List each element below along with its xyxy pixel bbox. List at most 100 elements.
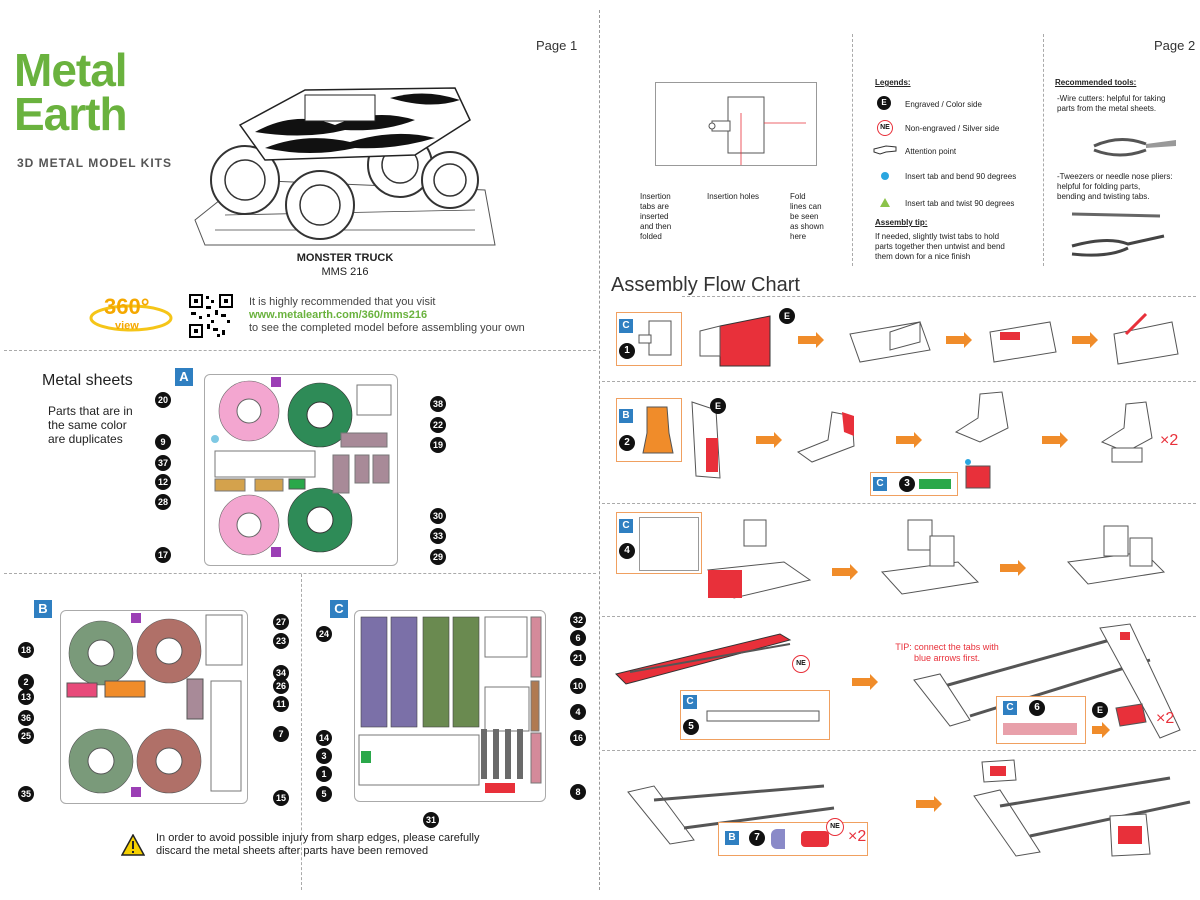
tip-red-line: blue arrows first. (913, 653, 981, 663)
part-number-marker: 23 (273, 633, 289, 649)
label-line: here (790, 232, 807, 241)
flow-arrow-icon (1042, 432, 1068, 448)
tip-line: If needed, slightly twist tabs to hold (875, 232, 1000, 241)
warning-line: In order to avoid possible injury from s… (156, 832, 480, 844)
qr-code-icon[interactable] (189, 294, 233, 338)
step-7-parts-box: B 7 (718, 822, 868, 856)
step-1-assembly-c (1113, 312, 1179, 365)
sheet-c-label: C (330, 600, 348, 618)
legend-twist: Insert tab and twist 90 degrees (905, 199, 1015, 208)
step-5-frame-rail (615, 633, 792, 685)
tools-title: Recommended tools: (1055, 78, 1137, 87)
tweezers-pliers-icon (1071, 212, 1165, 257)
step-5-sheet: C (683, 695, 697, 709)
engraved-badge-icon: E (877, 96, 891, 110)
section-divider (4, 573, 596, 574)
step-7-number: 7 (749, 830, 765, 846)
page-number-1: Page 1 (536, 38, 578, 53)
flow-arrow-icon (798, 332, 824, 348)
part-number-marker: 22 (430, 417, 446, 433)
warning-line: discard the metal sheets after parts hav… (156, 845, 429, 857)
label-line: be seen (790, 212, 819, 221)
part-number-marker: 1 (316, 766, 332, 782)
assembly-tip-text: If needed, slightly twist tabs to hold p… (875, 232, 1005, 262)
logo-line-2: Earth (14, 88, 128, 140)
step-2-side-part (691, 401, 721, 479)
legend-attention: Attention point (905, 147, 957, 156)
step-1-red-part (699, 315, 771, 367)
row-divider (602, 616, 1196, 617)
tip-line: parts together then untwist and bend (875, 242, 1005, 251)
step-7-red-part (801, 831, 829, 847)
label-line: Insertion (640, 192, 671, 201)
part-number-marker: 35 (18, 786, 34, 802)
step-7-sheet: B (725, 831, 739, 845)
step-2-seat-b (954, 391, 1009, 443)
row-divider (602, 381, 1196, 382)
duplicates-note-line: are duplicates (48, 432, 123, 446)
step-5-number: 5 (683, 719, 699, 735)
tool-line: parts from the metal sheets. (1057, 104, 1157, 113)
blue-dot-icon (881, 172, 889, 180)
visit-line-1: It is highly recommended that you visit (249, 296, 436, 308)
view-360-badge[interactable]: 360° view (88, 294, 174, 336)
row-divider (602, 750, 1196, 751)
step-5-ne-badge: NE (792, 655, 810, 673)
section-divider (682, 296, 1196, 297)
flow-arrow-icon (1092, 722, 1110, 738)
part-number-marker: 10 (570, 678, 586, 694)
brand-logo: Metal Earth (14, 47, 128, 140)
sheet-c-parts (358, 616, 542, 793)
step-4-floor-part (639, 517, 699, 571)
visit-text: It is highly recommended that you visit … (249, 296, 525, 335)
warning-triangle-icon (121, 834, 145, 856)
legend-non-engraved: Non-engraved / Silver side (905, 124, 1000, 133)
logo-subtitle: 3D METAL MODEL KITS (17, 156, 173, 170)
label-line: tabs are (640, 202, 669, 211)
step-4-seats-done (1066, 525, 1166, 585)
tool-line: helpful for folding parts, (1057, 182, 1141, 191)
section-divider-vertical (1043, 34, 1044, 266)
step-5-parts-box: C 5 (680, 690, 830, 740)
label-line: as shown (790, 222, 824, 231)
tip-line: them down for a nice finish (875, 252, 971, 261)
page-number-2: Page 2 (1154, 38, 1196, 53)
tool-wire-cutters: -Wire cutters: helpful for taking parts … (1057, 94, 1165, 114)
tool-line: -Wire cutters: helpful for taking (1057, 94, 1166, 103)
flow-arrow-icon (832, 564, 858, 580)
part-number-marker: 24 (316, 626, 332, 642)
section-divider-vertical (852, 34, 853, 266)
part-number-marker: 37 (155, 455, 171, 471)
part-number-marker: 19 (430, 437, 446, 453)
part-number-marker: 7 (273, 726, 289, 742)
sheet-c (354, 610, 546, 802)
model-code: MMS 216 (321, 266, 369, 278)
visit-url-link[interactable]: www.metalearth.com/360/mms216 (249, 309, 428, 321)
row-divider (602, 503, 1196, 504)
step-3-seat-done (1100, 401, 1153, 463)
insertion-diagram (655, 82, 817, 193)
label-line: lines can (790, 202, 822, 211)
tool-line: -Tweezers or needle nose pliers: (1057, 172, 1173, 181)
step-4-parts-box: C 4 (616, 512, 702, 574)
step-1-assembly-a (849, 321, 931, 363)
wire-cutters-icon (1093, 138, 1176, 157)
step-1-assembly-b (989, 321, 1057, 363)
tip-red-line: TIP: connect the tabs with (895, 642, 999, 652)
hand-pointer-icon (873, 145, 897, 155)
part-number-marker: 20 (155, 392, 171, 408)
part-number-marker: 11 (273, 696, 289, 712)
tool-tweezers: -Tweezers or needle nose pliers: helpful… (1057, 172, 1173, 202)
sheet-b-label: B (34, 600, 52, 618)
non-engraved-badge-icon: NE (877, 120, 893, 136)
step-7-ne-badge: NE (826, 818, 844, 836)
step-6-engraved-badge: E (1092, 702, 1108, 718)
step-3-parts-box: C 3 (870, 472, 958, 496)
assembly-tip-title: Assembly tip: (875, 218, 928, 227)
part-number-marker: 27 (273, 614, 289, 630)
step-3-red-part (965, 459, 991, 489)
part-number-marker: 26 (273, 678, 289, 694)
view-360-ring-icon (89, 304, 173, 332)
part-number-marker: 15 (273, 790, 289, 806)
part-number-marker: 5 (316, 786, 332, 802)
